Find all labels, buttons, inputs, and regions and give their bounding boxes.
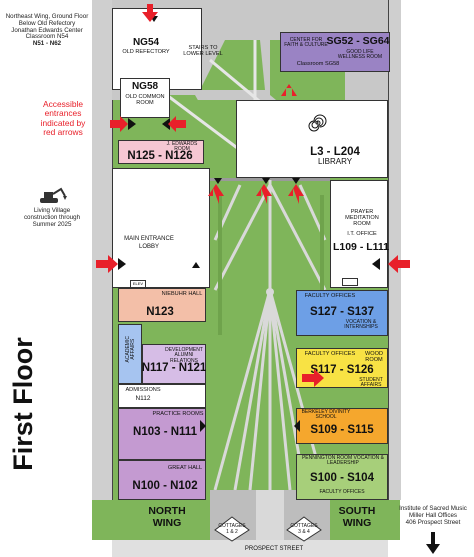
room-s127[interactable] <box>296 290 388 336</box>
north-wing-line1: NORTH <box>148 505 186 517</box>
practice-label: PRACTICE ROOMS <box>152 411 204 417</box>
room-academic-affairs[interactable] <box>118 324 142 384</box>
library[interactable] <box>236 100 388 178</box>
room-j-edwards[interactable] <box>118 140 204 164</box>
cottages-north-line1: COTTAGES <box>218 523 246 529</box>
header-note-line2: Below Old Refectory <box>18 19 76 27</box>
institute-note: Institute of Sacred Music Miller Hall Of… <box>392 505 474 526</box>
construction-line2: construction through <box>23 213 81 221</box>
j-edwards-label: J. EDWARDS ROOM <box>166 141 198 153</box>
s109-code: S109 - S115 <box>310 424 374 436</box>
down-arrow-icon <box>426 532 440 554</box>
legend-line4: red arrows <box>43 127 83 138</box>
development-label: DEVELOPMENT ALUMNI RELATIONS <box>165 347 203 364</box>
n117-code: N117 - N121 <box>141 362 207 374</box>
room-ng54[interactable] <box>118 35 170 69</box>
legend-line3: indicated by <box>40 117 86 128</box>
cottages-south-line1: COTTAGES <box>290 523 318 529</box>
s117-code: S117 - S126 <box>310 364 374 376</box>
library-name: LIBRARY <box>317 157 353 166</box>
faculty-offices-2-label: FACULTY OFFICES <box>304 351 356 357</box>
room-ng58[interactable] <box>120 78 170 118</box>
institute-line3: 406 Prospect Street <box>405 518 461 526</box>
legend-line1: Accessible <box>42 99 84 109</box>
n100-code: N100 - N102 <box>132 480 198 492</box>
elevator-icon-north: ELEV <box>130 280 146 288</box>
institute-line2: Miller Hall Offices <box>408 511 458 519</box>
header-note-line3: Jonathan Edwards Center <box>11 26 83 34</box>
room-s100[interactable] <box>296 454 388 500</box>
legend-note: Accessible entrances indicated by red ar… <box>24 99 102 138</box>
header-note: Northeast Wing, Ground Floor Below Old R… <box>2 13 92 48</box>
n112-label: N112 <box>135 395 151 402</box>
cottages-south-icon <box>286 516 322 542</box>
great-hall-label: GREAT HALL <box>167 465 203 471</box>
header-note-line4: Classroom N54 <box>25 33 69 41</box>
construction-line3: Summer 2025 <box>32 220 72 228</box>
room-n112[interactable] <box>118 384 206 408</box>
main-lobby-label-2: LOBBY <box>138 244 159 250</box>
north-wing-line2: WING <box>152 517 182 529</box>
ng58-code: NG58 <box>131 81 159 92</box>
room-s109[interactable] <box>296 408 388 444</box>
room-n103[interactable] <box>118 408 206 460</box>
pennington-label: PENNINGTON ROOM VOCATION & LEADERSHIP <box>301 455 385 467</box>
legend-line2: entrances <box>44 108 82 119</box>
niebuhr-label: NIEBUHR HALL <box>161 291 203 297</box>
sg-classroom-label: Classroom SG58 <box>296 61 340 67</box>
ng54-name: OLD REFECTORY <box>122 49 170 55</box>
l109-code: L109 - L111 <box>332 241 390 253</box>
excavator-icon <box>40 187 67 203</box>
cottages-north-icon <box>214 516 250 542</box>
room-l109[interactable] <box>330 180 388 288</box>
room-n100[interactable] <box>118 460 206 500</box>
admissions-label: ADMISSIONS <box>125 387 161 393</box>
faculty-offices-3-label: FACULTY OFFICES <box>319 489 365 495</box>
spiral-icon <box>308 114 327 132</box>
vocation-label: VOCATION & INTERNSHIPS <box>344 319 378 331</box>
room-n117[interactable] <box>142 344 206 384</box>
south-wing-line1: SOUTH <box>338 505 376 517</box>
header-note-line5: N51 - N62 <box>32 40 62 48</box>
stairs-label: STAIRS TO LOWER LEVEL <box>183 45 223 57</box>
prayer-label: PRAYER MEDITATION ROOM <box>345 209 379 227</box>
sg-code: SG52 - SG64 <box>326 35 390 47</box>
wood-room-label: WOOD ROOM <box>364 351 384 363</box>
sg-faith-label: CENTER FOR FAITH & CULTURE <box>284 37 328 49</box>
construction-note: Living Village construction through Summ… <box>14 207 90 228</box>
berkeley-label: BERKELEY DIVINITY SCHOOL <box>301 409 351 421</box>
student-affairs-label: STUDENT AFFAIRS <box>359 377 383 389</box>
s127-code: S127 - S137 <box>310 306 374 318</box>
n123-code: N123 <box>146 306 174 318</box>
ng54-code: NG54 <box>132 37 160 48</box>
south-wing-line2: WING <box>342 517 372 529</box>
sg-wellness-label: GOOD LIFE WELLNESS ROOM <box>337 49 383 61</box>
elevator-icon-south <box>342 278 358 286</box>
cottages-south-line2: 3 & 4 <box>298 529 310 535</box>
it-office-label: I.T. OFFICE <box>347 231 377 237</box>
header-note-line1: Northeast Wing, Ground Floor <box>5 13 89 20</box>
s100-code: S100 - S104 <box>310 472 374 484</box>
room-n123[interactable] <box>118 288 206 322</box>
faculty-offices-label: FACULTY OFFICES <box>304 293 356 299</box>
ng58-name: OLD COMMON ROOM <box>125 94 165 106</box>
n125-code: N125 - N126 <box>127 150 193 162</box>
construction-line1: Living Village <box>33 207 71 214</box>
east-wall-strip <box>388 0 401 500</box>
library-code: L3 - L204 <box>310 146 360 158</box>
room-sg52[interactable] <box>280 32 390 72</box>
cottages-north-line2: 1 & 2 <box>226 529 238 535</box>
main-lobby-label-1: MAIN ENTRANCE <box>124 236 174 242</box>
prospect-street-label: PROSPECT STREET <box>244 546 304 552</box>
n103-code: N103 - N111 <box>133 426 197 438</box>
institute-line1: Institute of Sacred Music <box>399 505 467 512</box>
floor-title: First Floor <box>8 337 38 471</box>
